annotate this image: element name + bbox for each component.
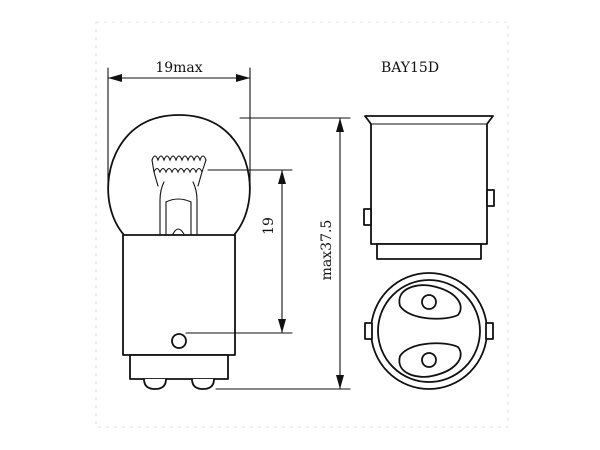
cap-side-view bbox=[363, 115, 495, 260]
lower-filament bbox=[153, 167, 203, 174]
contact-point-top bbox=[421, 294, 437, 310]
contact-right bbox=[191, 378, 215, 390]
bulb-side-view bbox=[107, 114, 251, 390]
contact-pad-bottom bbox=[398, 342, 462, 378]
bayonet-pin bbox=[171, 333, 187, 349]
cap-bottom-view bbox=[364, 272, 494, 390]
filament-lead-left bbox=[151, 159, 159, 187]
cap-shell bbox=[364, 115, 494, 245]
cap-pin-left bbox=[363, 208, 372, 226]
insulator-collar bbox=[129, 354, 229, 380]
contact-pad-top bbox=[398, 284, 462, 320]
cap-insulator bbox=[376, 243, 482, 260]
width-dim-label: 19max bbox=[155, 60, 202, 76]
filament-height-dimension: 19 bbox=[185, 169, 293, 334]
glass-envelope bbox=[107, 114, 251, 236]
contact-point-bottom bbox=[421, 352, 437, 368]
cap-outer-ring bbox=[370, 272, 488, 390]
metal-base bbox=[122, 234, 236, 356]
filament-height-label: 19 bbox=[261, 217, 277, 235]
filament-supports bbox=[159, 181, 198, 237]
model-label: BAY15D bbox=[381, 60, 439, 76]
filament-lead-right bbox=[197, 159, 207, 187]
bottom-pin-right bbox=[485, 322, 494, 340]
cap-pin-right bbox=[486, 189, 495, 207]
contact-left bbox=[143, 378, 167, 390]
upper-filament bbox=[151, 155, 207, 162]
overall-height-label: max37.5 bbox=[319, 220, 335, 281]
bottom-pin-left bbox=[364, 322, 373, 340]
cap-inner-ring bbox=[377, 279, 481, 383]
overall-height-dimension: max37.5 bbox=[215, 117, 351, 390]
